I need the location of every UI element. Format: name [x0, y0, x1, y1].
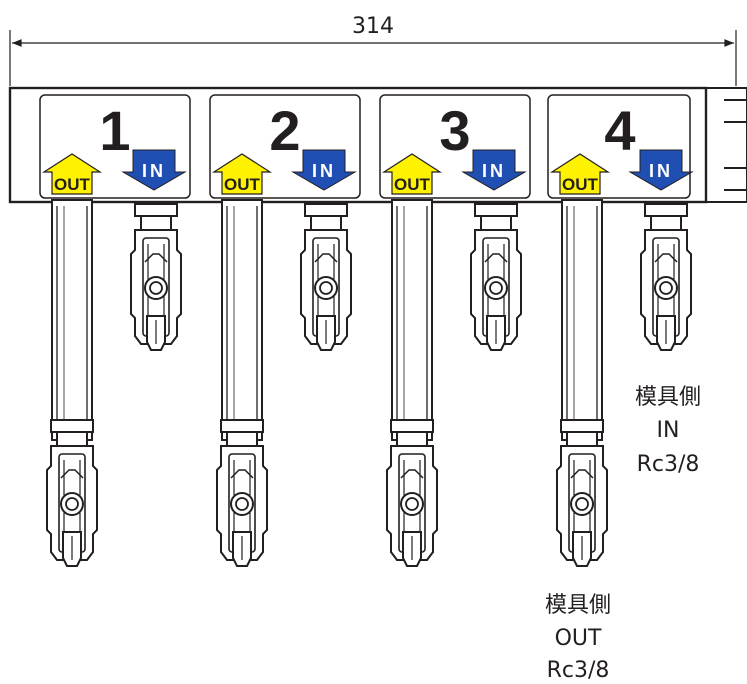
in-valve-4 [640, 203, 692, 351]
out-label: OUT [54, 175, 91, 194]
in-valve-2 [300, 203, 352, 351]
port-number: 3 [439, 99, 470, 162]
out-side-annotation: 模具側 OUT Rc3/8 [545, 593, 611, 683]
out-pipe-1 [51, 199, 93, 441]
out-pipe-2 [221, 199, 263, 441]
out-label: OUT [562, 175, 599, 194]
out-side-line1: 模具側 [545, 593, 611, 618]
in-valve-3 [470, 203, 522, 351]
port-number: 1 [99, 99, 130, 162]
port-panel-3: 3 OUT IN [379, 94, 531, 199]
port-panel-2: 2 OUT IN [209, 94, 361, 199]
out-valve-1 [46, 419, 98, 567]
in-label: IN [482, 161, 506, 181]
port-panel-4: 4 OUT IN [547, 94, 693, 199]
out-valve-4 [556, 419, 608, 567]
dimension-line: 314 [9, 14, 737, 86]
in-label: IN [649, 161, 673, 181]
out-pipe-3 [391, 199, 433, 441]
in-side-annotation: 模具側 IN Rc3/8 [635, 385, 701, 477]
out-side-line3: Rc3/8 [547, 658, 610, 683]
in-side-line1: 模具側 [635, 385, 701, 410]
in-label: IN [312, 161, 336, 181]
port-panel-1: 1 OUT IN [39, 94, 191, 199]
in-side-line3: Rc3/8 [637, 452, 700, 477]
out-label: OUT [224, 175, 261, 194]
in-label: IN [142, 161, 166, 181]
out-label: OUT [394, 175, 431, 194]
out-pipe-4 [561, 199, 603, 441]
out-valve-3 [386, 419, 438, 567]
out-valve-2 [216, 419, 268, 567]
in-side-line2: IN [657, 418, 680, 443]
port-number: 4 [604, 99, 635, 162]
out-side-line2: OUT [555, 626, 602, 651]
port-number: 2 [269, 99, 300, 162]
in-valve-1 [130, 203, 182, 351]
dimension-value: 314 [352, 14, 394, 39]
